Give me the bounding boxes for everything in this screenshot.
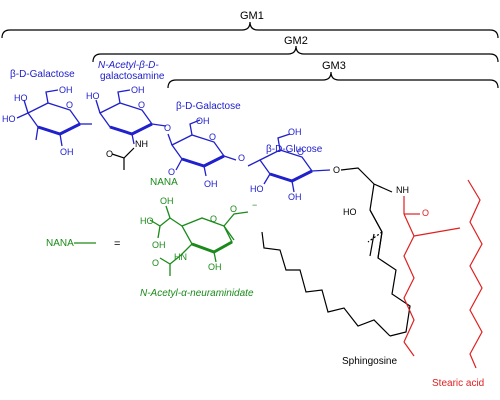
stearic-label: Stearic acid <box>432 378 484 389</box>
gal2-oh-bottom: OH <box>204 179 218 189</box>
glc-ho: HO <box>250 184 264 194</box>
nana-oh-mid: OH <box>152 240 166 250</box>
galnac-label-line1: N-Acetyl-β-D- <box>98 60 159 71</box>
sphingosine-nh: NH <box>396 185 409 195</box>
gal1-oh-top: OH <box>59 85 73 95</box>
galnac-label-line2: galactosamine <box>100 71 165 82</box>
ceramide-o: O <box>333 165 340 175</box>
stearic-chain <box>403 179 483 369</box>
nana-coo-o: O <box>230 204 237 214</box>
gal2-o-ring: O <box>209 132 216 142</box>
nana-equation-label: NANA <box>46 238 74 249</box>
nana-acetyl-o: O <box>152 258 159 268</box>
bracket-gm2 <box>92 45 499 63</box>
sphingosine-label: Sphingosine <box>342 356 397 367</box>
gal1-ho-a: HO <box>14 93 28 103</box>
glc-o-link: O <box>238 153 245 163</box>
nana-name-label: N-Acetyl-α-neuraminidate <box>140 288 254 299</box>
galnac-ho: HO <box>86 91 100 101</box>
bracket-gm1 <box>1 21 499 39</box>
nana-hn: HN <box>174 252 187 262</box>
galnac-acetyl-o: O <box>106 149 113 159</box>
nana-ring <box>149 205 249 276</box>
galnac-ring <box>95 89 167 145</box>
galactose-terminal-label: β-D-Galactose <box>10 69 75 80</box>
galnac-o-ring: O <box>138 100 145 110</box>
gal2-oh-top: OH <box>196 116 210 126</box>
glc-o-ring: O <box>297 147 304 157</box>
sphingosine-chain <box>261 209 411 337</box>
glc-oh-bottom: OH <box>288 192 302 202</box>
bracket-gm1-label: GM1 <box>240 10 264 22</box>
nana-ring-o: O <box>210 214 217 224</box>
galnac-nh: NH <box>135 139 148 149</box>
galnac-acetyl <box>111 147 135 170</box>
glc-oh-top: OH <box>288 127 302 137</box>
gal1-o-ring: O <box>66 100 73 110</box>
sphingosine-ho: HO <box>343 207 357 217</box>
nana-oh-bottom: OH <box>208 262 222 272</box>
galactose-terminal-ring <box>16 89 92 147</box>
gal2-o-nana: O <box>168 167 175 177</box>
glucose-ring <box>247 133 331 193</box>
nana-equals: = <box>114 238 120 250</box>
gal1-ho-b: HO <box>2 114 16 124</box>
bracket-gm2-label: GM2 <box>284 35 308 47</box>
galactose-inner-label: β-D-Galactose <box>176 101 241 112</box>
nana-attach-label: NANA <box>150 177 178 188</box>
galnac-oh-top: OH <box>131 85 145 95</box>
stearic-o: O <box>422 208 429 218</box>
nana-oh-top: OH <box>160 196 174 206</box>
nana-ho-side: HO <box>140 216 154 226</box>
glucose-label: β-D-Glucose <box>266 144 323 155</box>
bracket-gm3 <box>167 71 499 89</box>
gal2-o-link: O <box>164 123 171 133</box>
bracket-gm3-label: GM3 <box>322 60 346 72</box>
galactose-inner-ring <box>167 119 237 177</box>
nana-coo-minus: − <box>252 200 257 210</box>
gal1-oh-bottom: OH <box>60 147 74 157</box>
